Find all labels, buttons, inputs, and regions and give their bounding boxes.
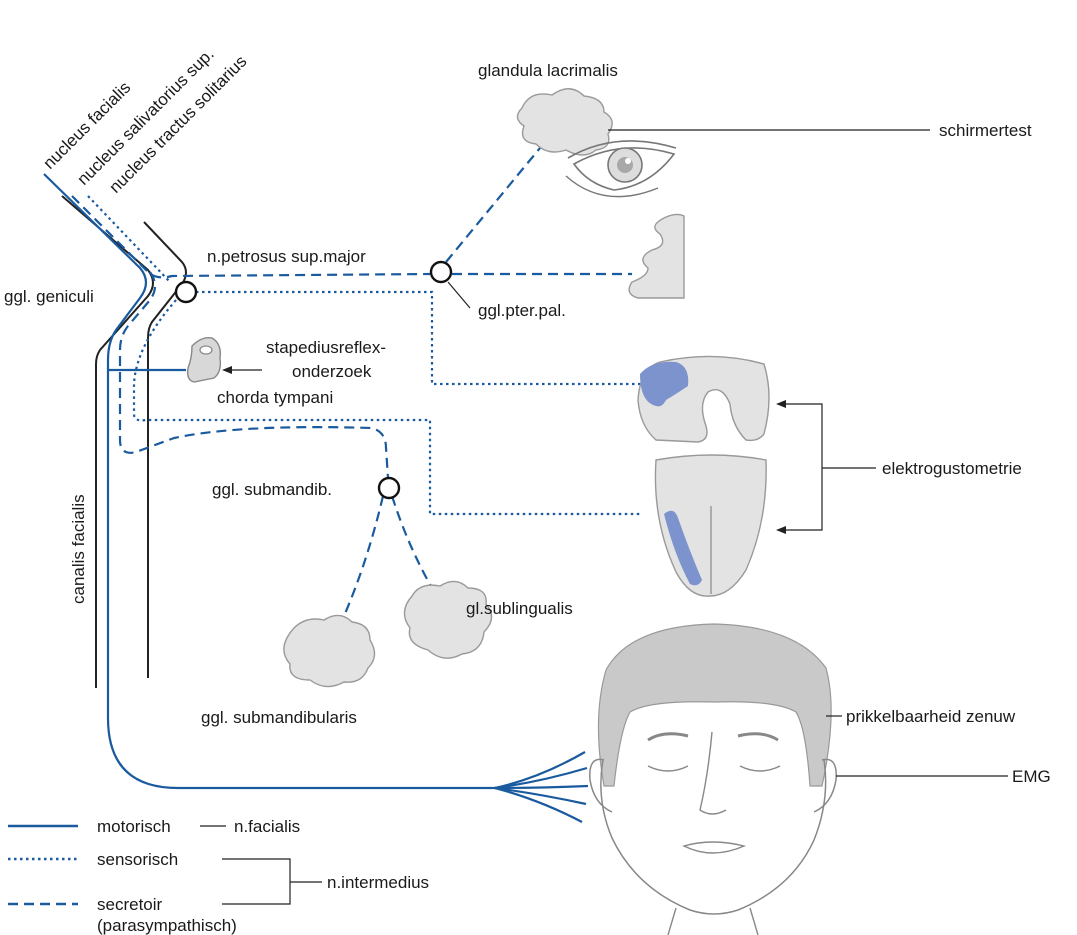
salivary-gland-icon	[284, 615, 375, 686]
legend-n-intermedius: n.intermedius	[327, 873, 429, 892]
legend-sensorisch: sensorisch	[97, 850, 178, 869]
legend-swatches	[8, 826, 78, 904]
nasal-mucosa-icon	[629, 214, 684, 298]
chorda-tympani-label: chorda tympani	[217, 388, 333, 407]
legend-secretoir: secretoir	[97, 895, 163, 914]
ggl-geniculi-label: ggl. geniculi	[4, 287, 94, 306]
legend-motorisch: motorisch	[97, 817, 171, 836]
legend-intermedius-bracket	[222, 859, 322, 904]
ggl-geniculi-node	[176, 282, 196, 302]
gl-sublingualis-label: gl.sublingualis	[466, 599, 573, 618]
glandula-lacrimalis-label: glandula lacrimalis	[478, 61, 618, 80]
secretory-fibers	[72, 148, 632, 616]
stapedius-label-2: onderzoek	[292, 362, 372, 381]
face-icon	[590, 624, 836, 935]
prikkelbaarheid-label: prikkelbaarheid zenuw	[846, 707, 1016, 726]
schirmertest-label: schirmertest	[939, 121, 1032, 140]
salivary-gland-icon	[404, 581, 491, 658]
legend-parasympathisch: (parasympathisch)	[97, 916, 237, 935]
stapedius-label-1: stapediusreflex-	[266, 338, 386, 357]
legend-n-facialis: n.facialis	[234, 817, 300, 836]
ggl-submandibularis-label: ggl. submandibularis	[201, 708, 357, 727]
ggl-pter-pal-label: ggl.pter.pal.	[478, 301, 566, 320]
ggl-pter-pal-line	[448, 282, 470, 308]
ggl-submandib-label: ggl. submandib.	[212, 480, 332, 499]
ggl-pter-pal-node	[431, 262, 451, 282]
canalis-facialis-label: canalis facialis	[69, 494, 88, 604]
emg-label: EMG	[1012, 767, 1051, 786]
ggl-submandib-node	[379, 478, 399, 498]
stapes-icon	[188, 338, 221, 382]
elektrogustometrie-bracket	[780, 404, 876, 530]
nucleus-facialis-label: nucleus facialis	[39, 78, 134, 173]
n-petrosus-label: n.petrosus sup.major	[207, 247, 366, 266]
canalis-facialis-walls	[62, 196, 186, 688]
palate-icon	[638, 356, 769, 442]
elektrogustometrie-label: elektrogustometrie	[882, 459, 1022, 478]
tongue-icon	[655, 455, 766, 596]
